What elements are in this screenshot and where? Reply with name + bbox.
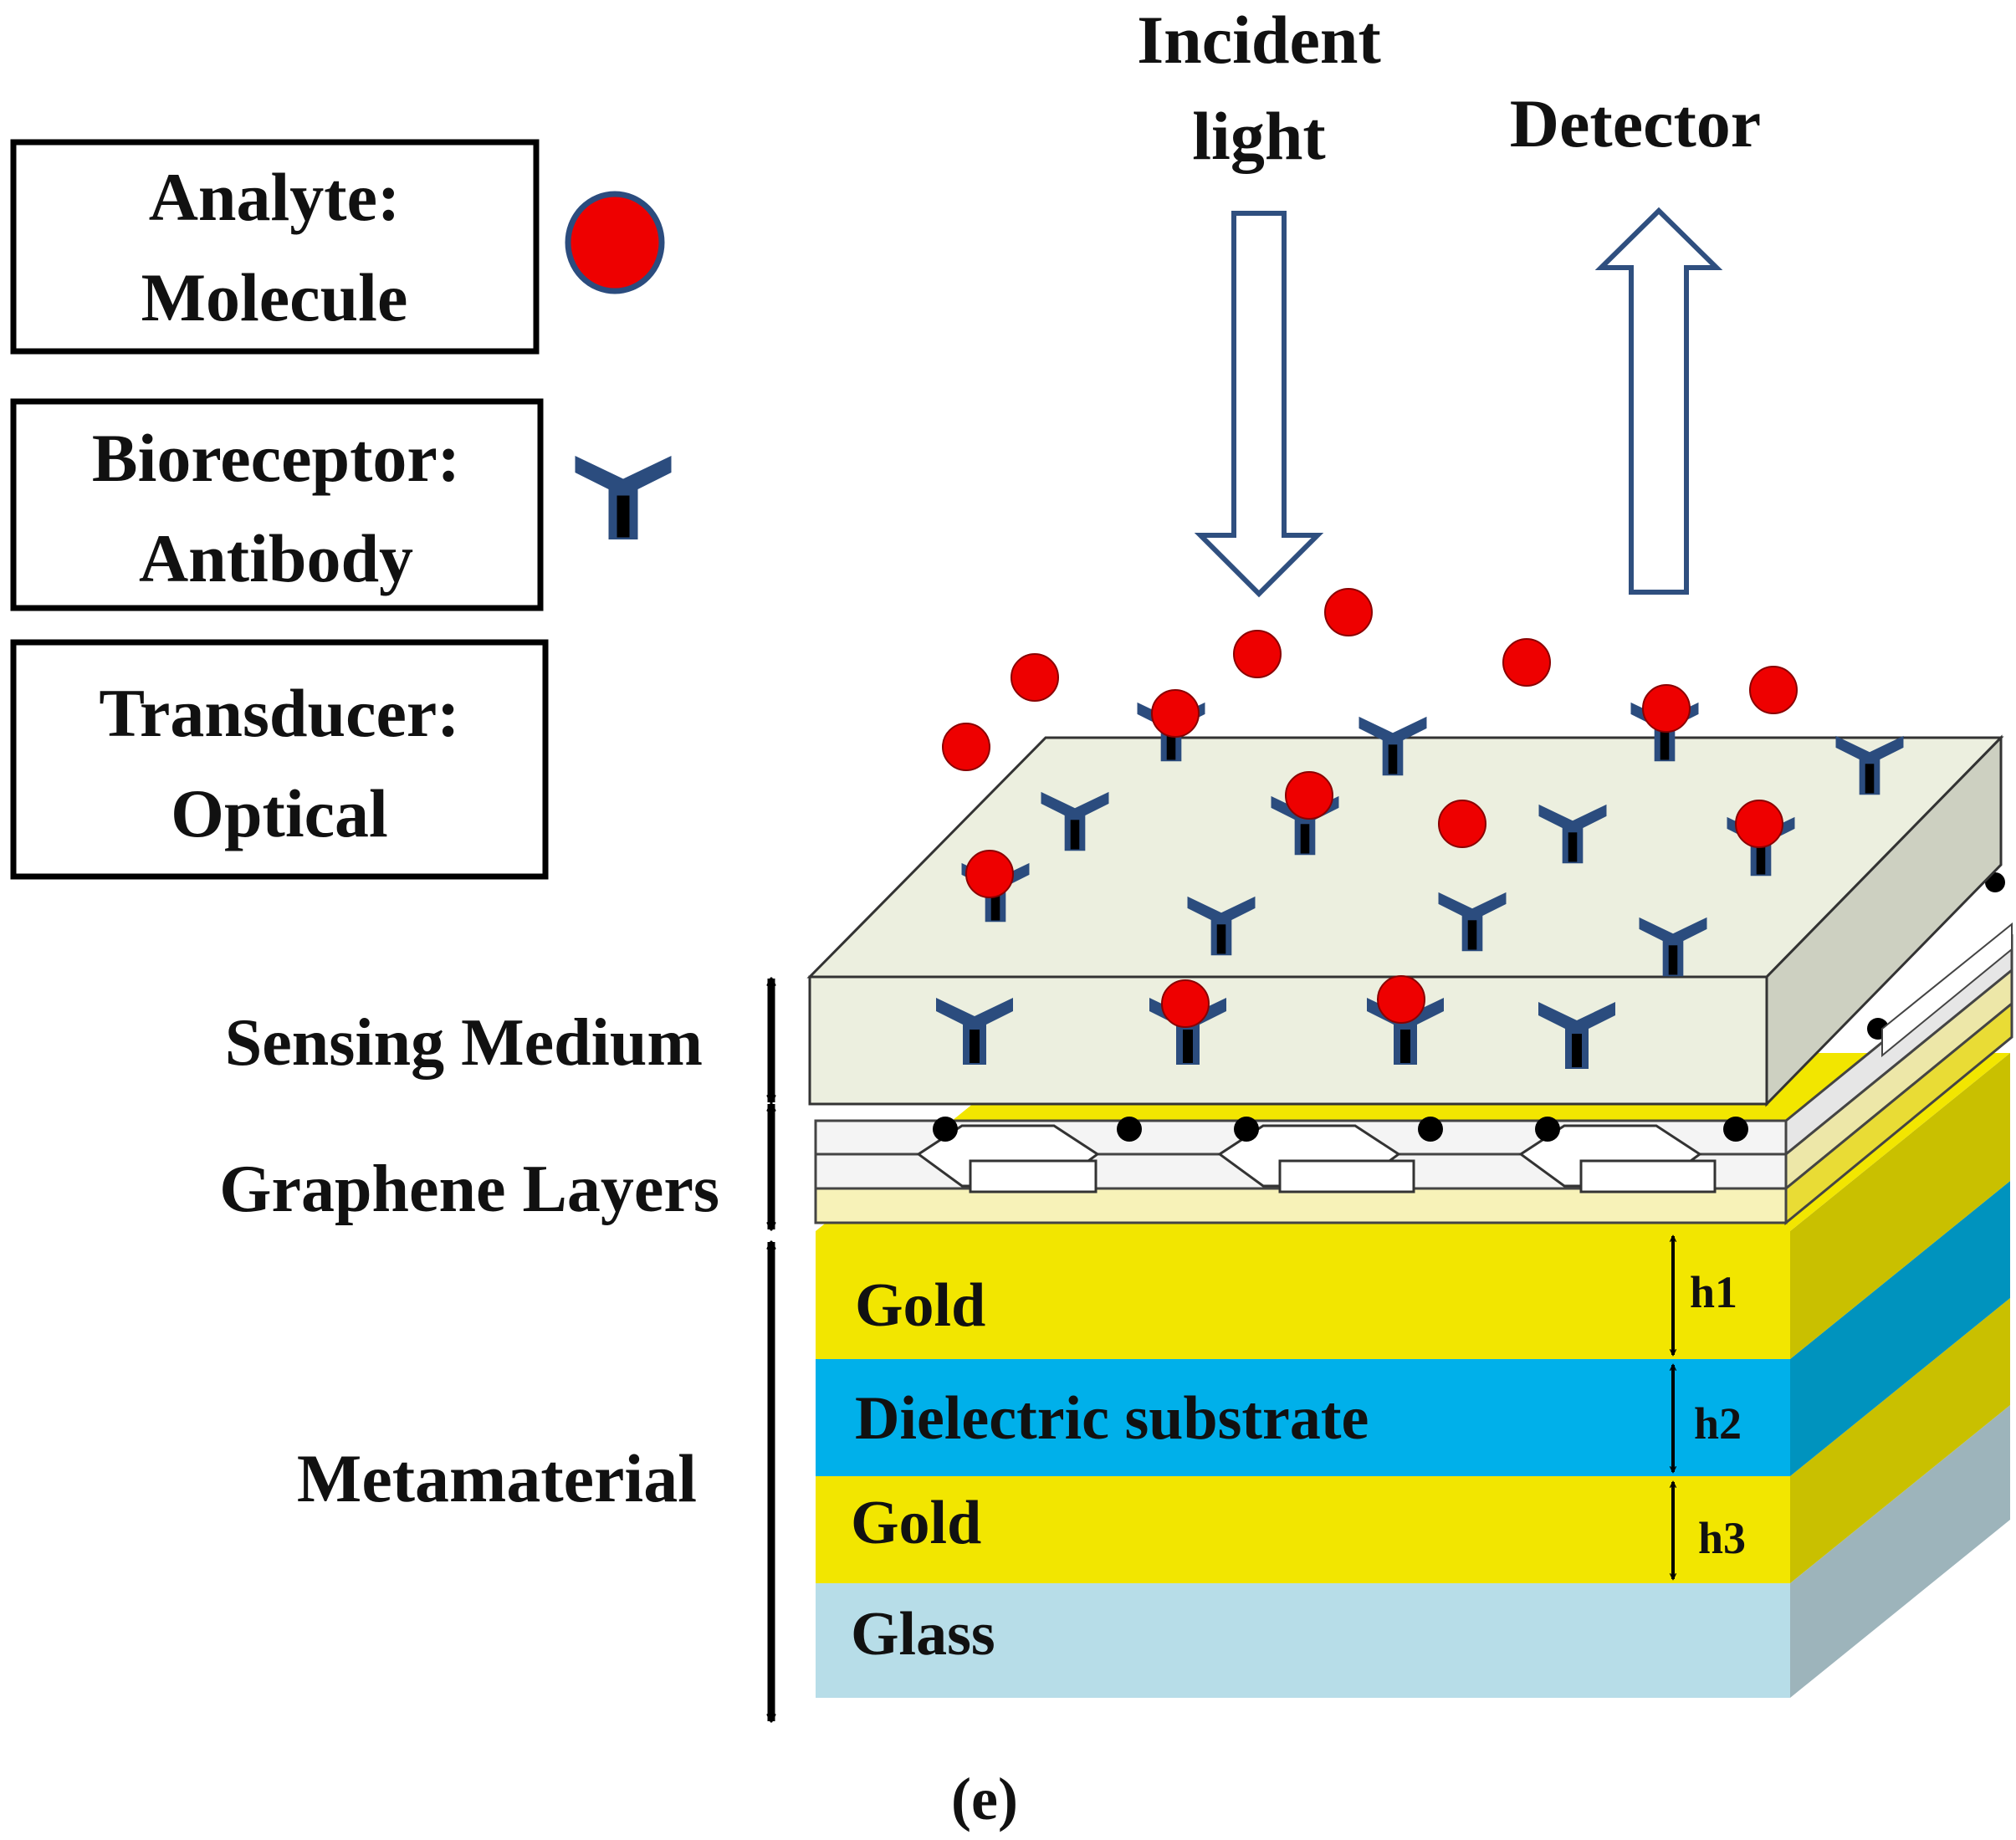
analyte-molecule — [1011, 653, 1059, 702]
analyte-molecule — [1151, 689, 1200, 738]
h3-label: h3 — [1698, 1513, 1746, 1563]
analyte-molecule — [1161, 979, 1210, 1028]
incident-light-label-line1: Incident — [1137, 2, 1381, 78]
figure-caption: (e) — [951, 1766, 1018, 1832]
gold-top-label: Gold — [855, 1271, 985, 1340]
legend-bioreceptor-title: Bioreceptor: — [92, 420, 460, 496]
legend-analyte-title: Analyte: — [149, 159, 401, 235]
top-gold-layer — [816, 1231, 1790, 1359]
layer-stack — [806, 734, 2013, 1698]
bottom-gold-layer — [816, 1476, 1790, 1583]
analyte-molecule — [942, 723, 990, 771]
incident-light-arrow — [1194, 211, 1324, 598]
analyte-molecule — [1749, 666, 1798, 714]
legend-analyte: Analyte: Molecule — [10, 139, 665, 355]
analyte-molecule — [1377, 975, 1425, 1024]
legend-bioreceptor: Bioreceptor: Antibody — [10, 398, 672, 611]
incident-light-label-line2: light — [1192, 98, 1325, 174]
detector-arrow — [1594, 207, 1723, 595]
analyte-molecules — [942, 588, 1798, 1028]
legend-transducer-title: Transducer: — [99, 675, 459, 751]
legend-analyte-value: Molecule — [141, 259, 408, 335]
legend-bioreceptor-value: Antibody — [139, 520, 413, 596]
sensing-medium-label: Sensing Medium — [225, 1006, 703, 1080]
analyte-molecule — [1642, 684, 1691, 733]
h1-label: h1 — [1690, 1267, 1737, 1317]
dielectric-label: Dielectric substrate — [855, 1384, 1369, 1453]
legend-transducer-value: Optical — [171, 775, 388, 851]
dielectric-substrate-layer — [816, 1359, 1790, 1476]
analyte-molecule — [1324, 588, 1373, 636]
gold-bottom-label: Gold — [851, 1489, 981, 1557]
analyte-molecule — [1735, 800, 1783, 848]
h2-label: h2 — [1694, 1398, 1742, 1449]
metamaterial-label: Metamaterial — [297, 1440, 697, 1516]
graphene-layers — [814, 872, 2013, 1226]
analyte-molecule — [965, 850, 1014, 898]
analyte-molecule-icon — [565, 191, 665, 294]
graphene-layers-label: Graphene Layers — [219, 1153, 719, 1226]
legend-transducer: Transducer: Optical — [10, 639, 549, 880]
detector-label: Detector — [1510, 85, 1761, 161]
glass-label: Glass — [851, 1600, 995, 1669]
analyte-molecule — [1502, 638, 1551, 687]
analyte-molecule — [1438, 800, 1486, 848]
analyte-molecule — [1285, 771, 1333, 820]
antibody-icon — [575, 456, 672, 539]
glass-layer — [816, 1583, 1790, 1698]
analyte-molecule — [1233, 630, 1282, 678]
